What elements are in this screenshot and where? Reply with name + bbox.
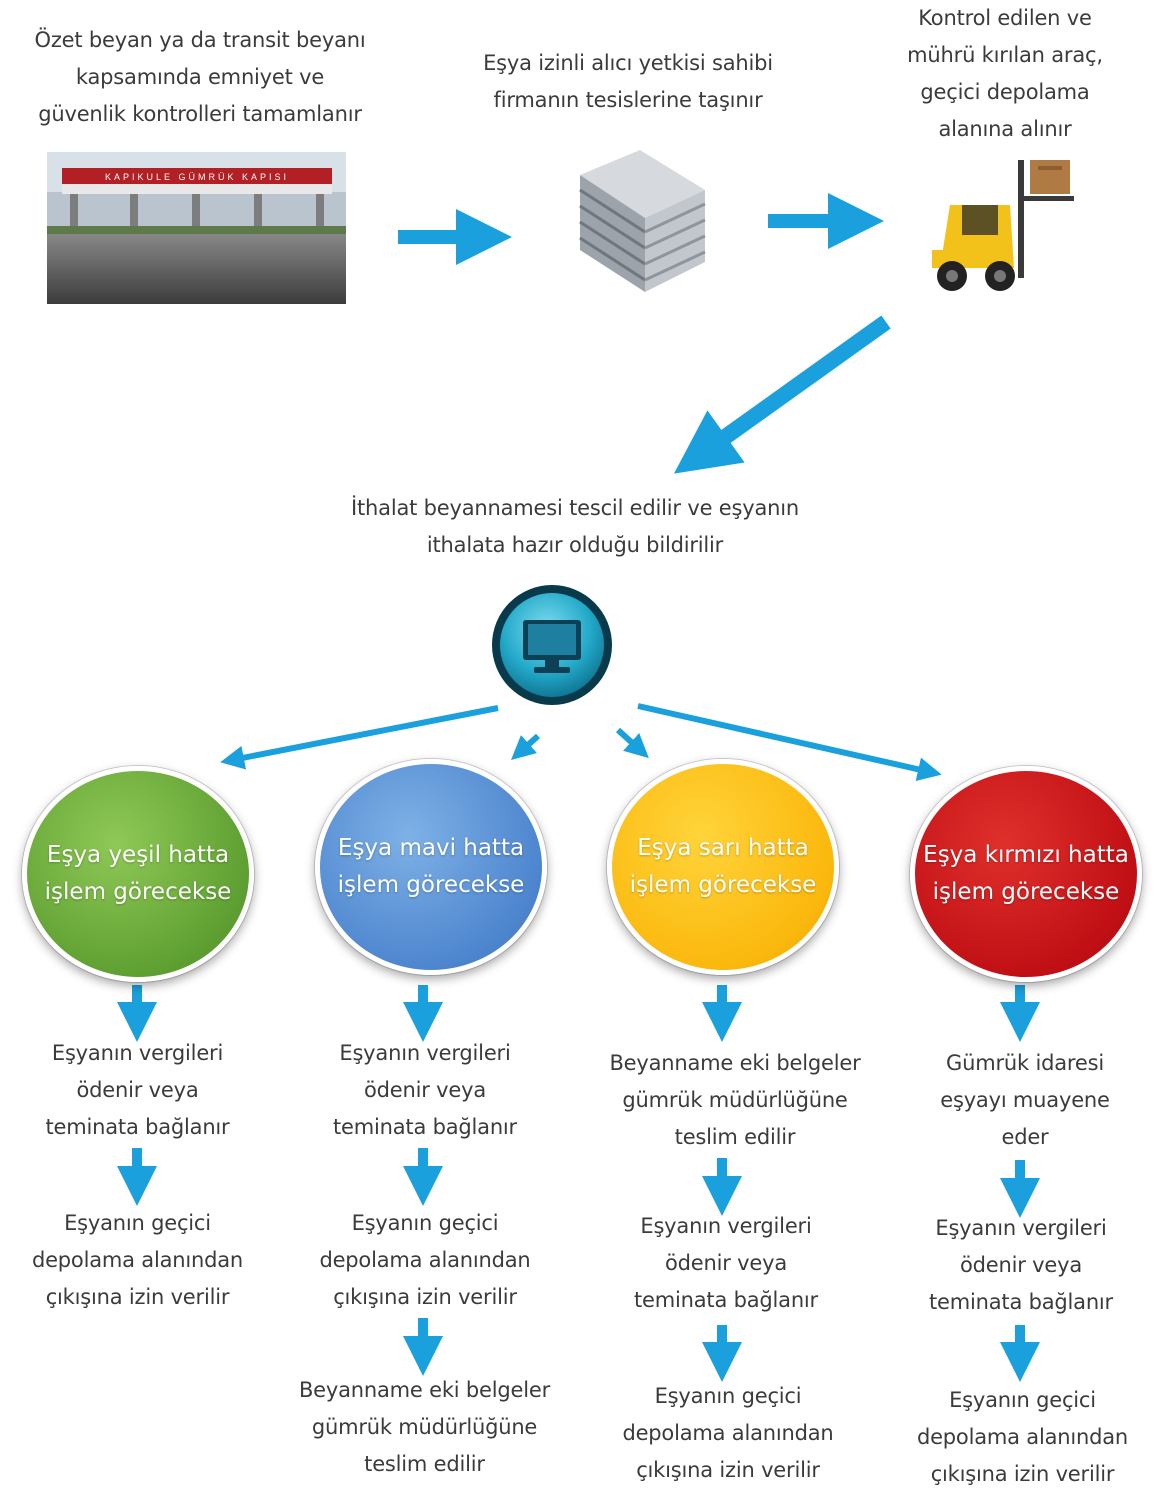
lane-yellow-circle: Eşya sarı hatta işlem görecekse bbox=[607, 759, 839, 975]
lane-blue-step-1: Eşyanın vergileri ödenir veya teminata b… bbox=[332, 1041, 517, 1139]
lane-red-step-1: Gümrük idaresi eşyayı muayene eder bbox=[940, 1051, 1110, 1149]
lane-yellow-step-3: Eşyanın geçici depolama alanından çıkışı… bbox=[622, 1384, 834, 1482]
step-temporary-storage: Kontrol edilen ve mührü kırılan araç, ge… bbox=[907, 6, 1103, 141]
lane-green-step-1: Eşyanın vergileri ödenir veya teminata b… bbox=[45, 1041, 230, 1139]
arrow-to-green bbox=[220, 705, 499, 770]
arrow-to-red bbox=[637, 703, 942, 782]
lane-green-step-2: Eşyanın geçici depolama alanından çıkışı… bbox=[31, 1211, 244, 1309]
step-security-check: Özet beyan ya da transit beyanı kapsamın… bbox=[34, 28, 366, 126]
lane-red-step-2: Eşyanın vergileri ödenir veya teminata b… bbox=[928, 1216, 1113, 1314]
server-building-icon bbox=[579, 150, 706, 292]
step-import-declaration: İthalat beyannamesi tescil edilir ve eşy… bbox=[351, 496, 799, 557]
lane-red-label: Eşya kırmızı hatta işlem görecekse bbox=[923, 842, 1129, 905]
customs-gate-photo: KAPIKULE GÜMRÜK KAPISI bbox=[47, 152, 346, 304]
lane-blue-step-2: Eşyanın geçici depolama alanından çıkışı… bbox=[319, 1211, 531, 1309]
lane-red-step-3: Eşyanın geçici depolama alanından çıkışı… bbox=[916, 1388, 1129, 1486]
lane-blue-label: Eşya mavi hatta işlem görecekse bbox=[337, 835, 525, 898]
forklift-icon bbox=[932, 160, 1074, 291]
computer-monitor-icon bbox=[492, 585, 612, 705]
lane-green-label: Eşya yeşil hatta işlem görecekse bbox=[44, 842, 232, 905]
lane-yellow-step-1: Beyanname eki belgeler gümrük müdürlüğün… bbox=[609, 1051, 861, 1149]
arrow-to-blue bbox=[511, 733, 540, 760]
lane-yellow-step-2: Eşyanın vergileri ödenir veya teminata b… bbox=[633, 1214, 818, 1312]
lane-red-circle: Eşya kırmızı hatta işlem görecekse bbox=[910, 766, 1142, 982]
lane-yellow-label: Eşya sarı hatta işlem görecekse bbox=[629, 835, 817, 898]
gate-sign-text: KAPIKULE GÜMRÜK KAPISI bbox=[105, 172, 289, 182]
lane-green-circle: Eşya yeşil hatta işlem görecekse bbox=[22, 766, 254, 982]
arrow-step3-to-declaration bbox=[673, 315, 891, 474]
lane-blue-step-3: Beyanname eki belgeler gümrük müdürlüğün… bbox=[298, 1378, 551, 1476]
arrow-to-yellow bbox=[615, 727, 649, 759]
step-transport-to-facility: Eşya izinli alıcı yetkisi sahibi firmanı… bbox=[483, 51, 773, 112]
lane-blue-circle: Eşya mavi hatta işlem görecekse bbox=[315, 759, 547, 975]
